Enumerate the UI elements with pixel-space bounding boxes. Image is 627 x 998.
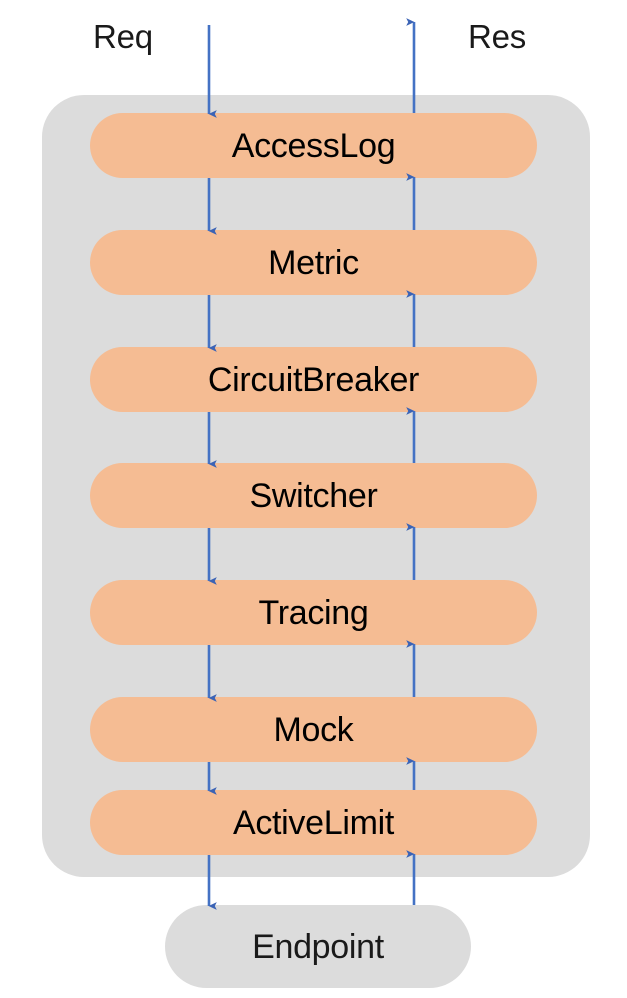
middleware-label: Metric [268, 243, 359, 282]
middleware-label: Switcher [249, 476, 378, 515]
middleware-pill-activelimit[interactable]: ActiveLimit [90, 790, 537, 855]
middleware-pill-tracing[interactable]: Tracing [90, 580, 537, 645]
request-flow-label: Req [93, 18, 153, 55]
middleware-label: CircuitBreaker [207, 360, 420, 399]
middleware-label: AccessLog [231, 126, 396, 165]
response-flow-label: Res [468, 18, 527, 55]
endpoint-node[interactable]: Endpoint [165, 905, 471, 988]
endpoint-label: Endpoint [252, 927, 384, 966]
middleware-label: Mock [273, 710, 354, 749]
middleware-label: Tracing [258, 593, 369, 632]
middleware-pill-metric[interactable]: Metric [90, 230, 537, 295]
middleware-pill-mock[interactable]: Mock [90, 697, 537, 762]
middleware-pill-accesslog[interactable]: AccessLog [90, 113, 537, 178]
middleware-pill-circuitbreaker[interactable]: CircuitBreaker [90, 347, 537, 412]
middleware-pill-switcher[interactable]: Switcher [90, 463, 537, 528]
middleware-label: ActiveLimit [232, 803, 395, 842]
